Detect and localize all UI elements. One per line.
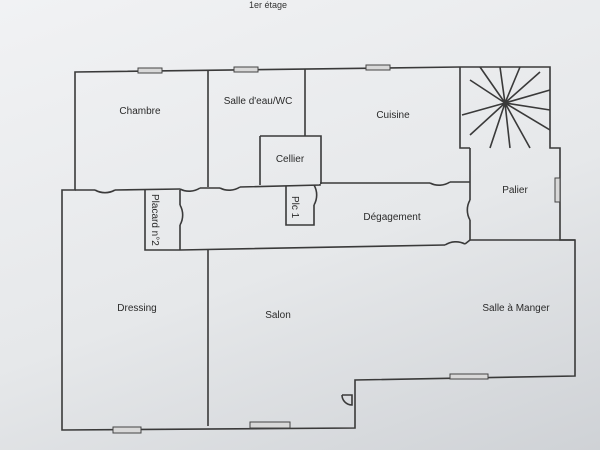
room-chambre: Chambre <box>119 106 161 117</box>
room-salle-eau: Salle d'eau/WC <box>224 96 293 107</box>
room-placard-1: Plc 1 <box>289 196 300 219</box>
room-placard-2: Placard n°2 <box>149 194 160 246</box>
walls <box>61 66 576 431</box>
room-salle-a-manger: Salle à Manger <box>482 303 550 314</box>
room-salon: Salon <box>265 310 291 321</box>
room-dressing: Dressing <box>117 303 156 314</box>
plan-title: 1er étage <box>249 0 287 10</box>
room-cellier: Cellier <box>276 154 305 165</box>
room-palier: Palier <box>502 185 528 196</box>
windows <box>112 64 561 434</box>
room-cuisine: Cuisine <box>376 110 410 121</box>
room-degagement: Dégagement <box>363 212 420 223</box>
